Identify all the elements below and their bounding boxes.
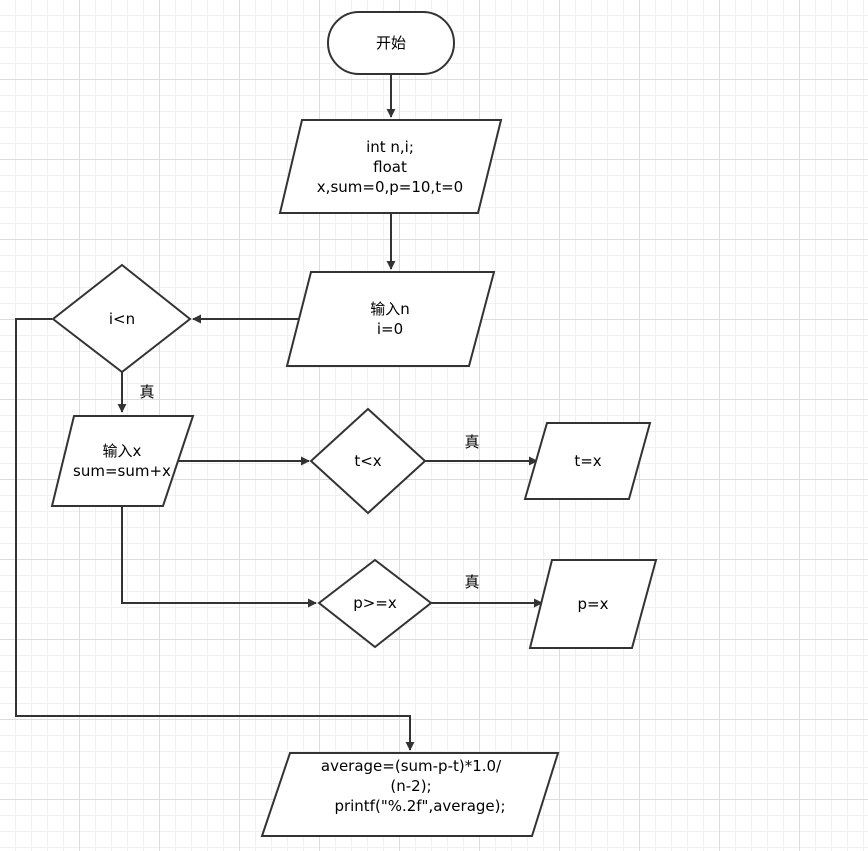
node-assign-t-label: t=x bbox=[574, 452, 601, 470]
node-output-line: (n-2); bbox=[390, 777, 431, 795]
node-cond-i-lt-n-label: i<n bbox=[109, 310, 135, 328]
node-cond-p-ge-x-label: p>=x bbox=[353, 594, 397, 612]
node-declare-line: float bbox=[373, 158, 407, 176]
node-cond-t-lt-x-label: t<x bbox=[354, 452, 381, 470]
node-output[interactable]: average=(sum-p-t)*1.0/ (n-2); printf("%.… bbox=[260, 752, 560, 837]
edge-input-x-to-cond-p bbox=[121, 506, 317, 608]
edge-label-true: 真 bbox=[464, 433, 479, 451]
node-input-n-line: 输入n bbox=[370, 300, 410, 318]
node-declare-line: x,sum=0,p=10,t=0 bbox=[317, 178, 463, 196]
edge-label-true: 真 bbox=[464, 573, 479, 591]
node-declare-line: int n,i; bbox=[366, 138, 414, 156]
node-assign-p[interactable]: p=x bbox=[528, 559, 658, 649]
edge-cond-false-to-output bbox=[15, 318, 415, 751]
node-input-n[interactable]: 输入n i=0 bbox=[285, 271, 496, 367]
node-cond-t-lt-x[interactable]: t<x bbox=[309, 407, 427, 515]
node-input-n-line: i=0 bbox=[377, 320, 403, 338]
node-input-x-line: 输入x bbox=[103, 442, 142, 460]
node-declare[interactable]: int n,i; float x,sum=0,p=10,t=0 bbox=[278, 119, 503, 214]
node-assign-p-label: p=x bbox=[578, 595, 609, 613]
node-cond-p-ge-x[interactable]: p>=x bbox=[317, 558, 433, 649]
node-assign-t[interactable]: t=x bbox=[523, 422, 652, 500]
node-output-line: average=(sum-p-t)*1.0/ bbox=[321, 757, 502, 775]
node-output-line: printf("%.2f",average); bbox=[334, 797, 505, 815]
node-input-x[interactable]: 输入x sum=sum+x bbox=[50, 415, 195, 507]
edge-label-true: 真 bbox=[139, 383, 154, 401]
node-start[interactable]: 开始 bbox=[327, 11, 455, 75]
node-input-x-line: sum=sum+x bbox=[73, 462, 171, 480]
node-start-label: 开始 bbox=[376, 34, 406, 52]
node-cond-i-lt-n[interactable]: i<n bbox=[51, 263, 192, 374]
